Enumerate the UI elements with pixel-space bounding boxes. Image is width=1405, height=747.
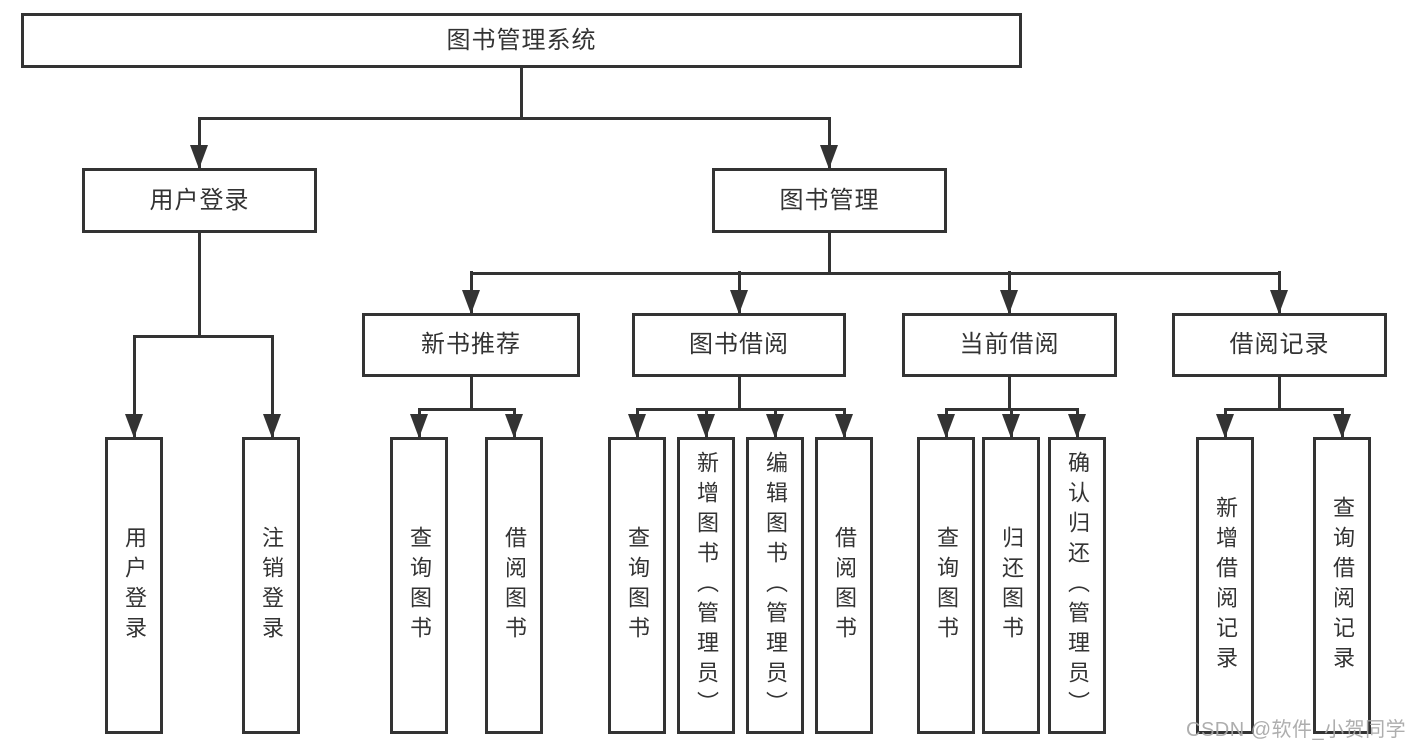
connector-vline [737,376,741,410]
connector-vline [469,376,473,410]
connector-vline [827,117,831,170]
arrow-down-icon [697,414,715,438]
node-label: 借阅图书 [832,525,857,646]
node-label: 查询图书 [407,525,432,646]
arrow-down-icon [835,414,853,438]
arrow-down-icon [730,290,748,314]
connector-hline [1223,407,1344,411]
arrow-down-icon [263,414,281,438]
connector-vline [519,68,523,119]
node-label: 新书推荐 [421,331,521,358]
node-current-borrowing: 当前借阅 [902,313,1117,377]
connector-vline [827,232,831,274]
arrow-down-icon [628,414,646,438]
node-label: 归还图书 [999,525,1024,646]
node-label: 借阅记录 [1229,331,1330,358]
arrow-down-icon [766,414,784,438]
node-label: 图书管理系统 [446,26,597,54]
connector-hline [132,334,274,338]
connector-hline [417,407,516,411]
arrow-down-icon [820,145,838,169]
leaf-logout: 注销登录 [242,437,300,734]
node-label: 查询借阅记录 [1330,495,1355,676]
leaf-query-books-current: 查询图书 [917,437,975,734]
arrow-down-icon [937,414,955,438]
arrow-down-icon [505,414,523,438]
leaf-query-books-borrow: 查询图书 [608,437,666,734]
node-label: 注销登录 [259,525,284,646]
leaf-borrow-books-recommend: 借阅图书 [485,437,543,734]
node-label: 当前借阅 [959,331,1060,358]
connector-vline [270,335,274,438]
node-label: 图书借阅 [689,331,789,358]
leaf-add-borrow-record: 新增借阅记录 [1196,437,1254,734]
node-label: 新增借阅记录 [1213,495,1238,676]
connector-vline [1007,376,1011,410]
connector-vline [197,232,201,337]
node-borrowing-records: 借阅记录 [1172,313,1387,377]
node-book-management: 图书管理 [712,168,947,233]
node-label: 用户登录 [149,186,250,214]
connector-hline [469,271,1281,275]
node-label: 查询图书 [934,525,959,646]
node-user-login: 用户登录 [82,168,317,233]
node-label: 查询图书 [625,525,650,646]
arrow-down-icon [1002,414,1020,438]
arrow-down-icon [1068,414,1086,438]
node-label: 确认归还（管理员） [1065,450,1090,721]
connector-hline [944,407,1079,411]
arrow-down-icon [125,414,143,438]
arrow-down-icon [1333,414,1351,438]
leaf-return-books: 归还图书 [982,437,1040,734]
arrow-down-icon [410,414,428,438]
arrow-down-icon [190,145,208,169]
node-label: 图书管理 [779,186,880,214]
arrow-down-icon [1000,290,1018,314]
connector-hline [197,116,831,120]
leaf-borrow-books: 借阅图书 [815,437,873,734]
node-new-book-recommendation: 新书推荐 [362,313,580,377]
csdn-watermark: CSDN @软件_小贺同学 [1186,719,1405,741]
leaf-edit-books-admin: 编辑图书（管理员） [746,437,804,734]
connector-hline [635,407,846,411]
leaf-query-books-recommend: 查询图书 [390,437,448,734]
node-library-management-system: 图书管理系统 [21,13,1022,68]
leaf-query-borrow-record: 查询借阅记录 [1313,437,1371,734]
leaf-user-login: 用户登录 [105,437,163,734]
leaf-add-books-admin: 新增图书（管理员） [677,437,735,734]
arrow-down-icon [462,290,480,314]
connector-vline [132,335,136,438]
node-book-borrowing: 图书借阅 [632,313,846,377]
leaf-confirm-return-admin: 确认归还（管理员） [1048,437,1106,734]
connector-vline [1277,376,1281,410]
arrow-down-icon [1270,290,1288,314]
connector-vline [197,117,201,170]
node-label: 新增图书（管理员） [694,450,719,721]
arrow-down-icon [1216,414,1234,438]
node-label: 借阅图书 [502,525,527,646]
node-label: 用户登录 [122,525,147,646]
node-label: 编辑图书（管理员） [763,450,788,721]
